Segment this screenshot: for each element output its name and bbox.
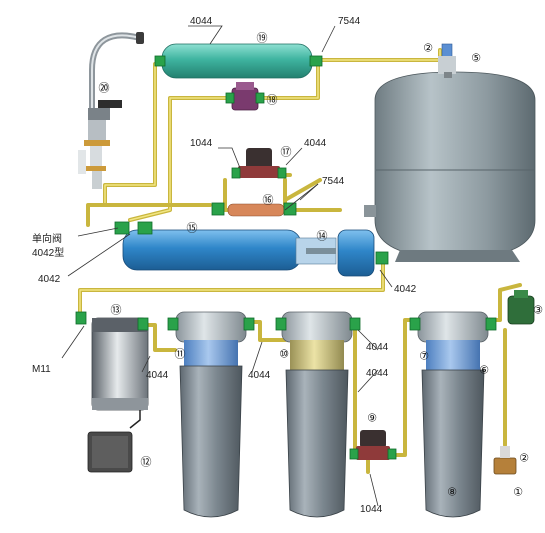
inlet-solenoid-9 (349, 430, 397, 460)
callout-10: ⑩ (279, 348, 289, 361)
pipe-labels: 4044 7544 1044 4044 7544 单向阀 4042型 4042 … (32, 16, 417, 515)
label-check-valve-model: 4042型 (32, 246, 64, 259)
label-4044-mid: 4044 (304, 138, 327, 149)
callout-8: ⑧ (447, 486, 457, 499)
label-1044-bottom: 1044 (360, 504, 383, 515)
callout-numbers: ⑳ ⑲ ② ⑤ ⑱ ⑰ ⑯ ⑮ ⑭ ⑬ ⑪ ⑩ ⑦ ⑥ ③ ⑨ ⑫ ② ① ⑧ (99, 32, 544, 499)
ro-membrane-housing (114, 221, 389, 277)
filter-housing-1 (167, 311, 255, 518)
callout-2: ② (519, 452, 529, 465)
callout-18: ⑱ (267, 94, 278, 107)
callout-12: ⑫ (141, 456, 152, 469)
callout-15: ⑮ (187, 222, 198, 235)
label-check-valve-cn: 单向阀 (32, 232, 62, 245)
low-pressure-switch-3 (507, 290, 535, 325)
label-7544-mid: 7544 (322, 176, 345, 187)
label-4042-right: 4042 (394, 284, 417, 295)
label-4044-a: 4044 (146, 370, 169, 381)
callout-1: ① (513, 486, 523, 499)
label-4044-top: 4044 (190, 16, 213, 27)
power-adapter (87, 410, 141, 473)
callout-20: ⑳ (99, 82, 110, 95)
callout-13: ⑬ (111, 304, 122, 317)
callout-19: ⑲ (257, 32, 268, 45)
callout-5: ⑤ (471, 52, 481, 65)
pressure-tank (364, 43, 536, 262)
callout-7: ⑦ (419, 350, 429, 363)
post-carbon-filter (154, 43, 323, 79)
leader-lines (61, 25, 393, 507)
label-4044-d: 4044 (366, 368, 389, 379)
label-4044-b: 4044 (248, 370, 271, 381)
callout-17: ⑰ (281, 146, 292, 159)
label-1044-mid: 1044 (190, 138, 213, 149)
feed-valve (493, 446, 517, 475)
label-7544-top: 7544 (338, 16, 361, 27)
callout-14: ⑭ (317, 230, 328, 243)
booster-pump (75, 311, 149, 411)
callout-6: ⑥ (479, 364, 489, 377)
label-4042-left: 4042 (38, 274, 61, 285)
flow-restrictor-16 (211, 202, 297, 217)
faucet (78, 32, 144, 189)
solenoid-valve-17 (231, 148, 287, 179)
callout-3: ③ (533, 304, 543, 317)
callout-11: ⑪ (175, 348, 186, 361)
filter-housing-2 (275, 311, 361, 518)
callout-2-tank: ② (423, 42, 433, 55)
callout-9: ⑨ (367, 412, 377, 425)
label-4044-c: 4044 (366, 342, 389, 353)
filter-housing-3 (409, 311, 497, 518)
callout-16: ⑯ (263, 194, 274, 207)
label-m11: M11 (32, 364, 51, 375)
check-valve-18 (225, 82, 265, 111)
